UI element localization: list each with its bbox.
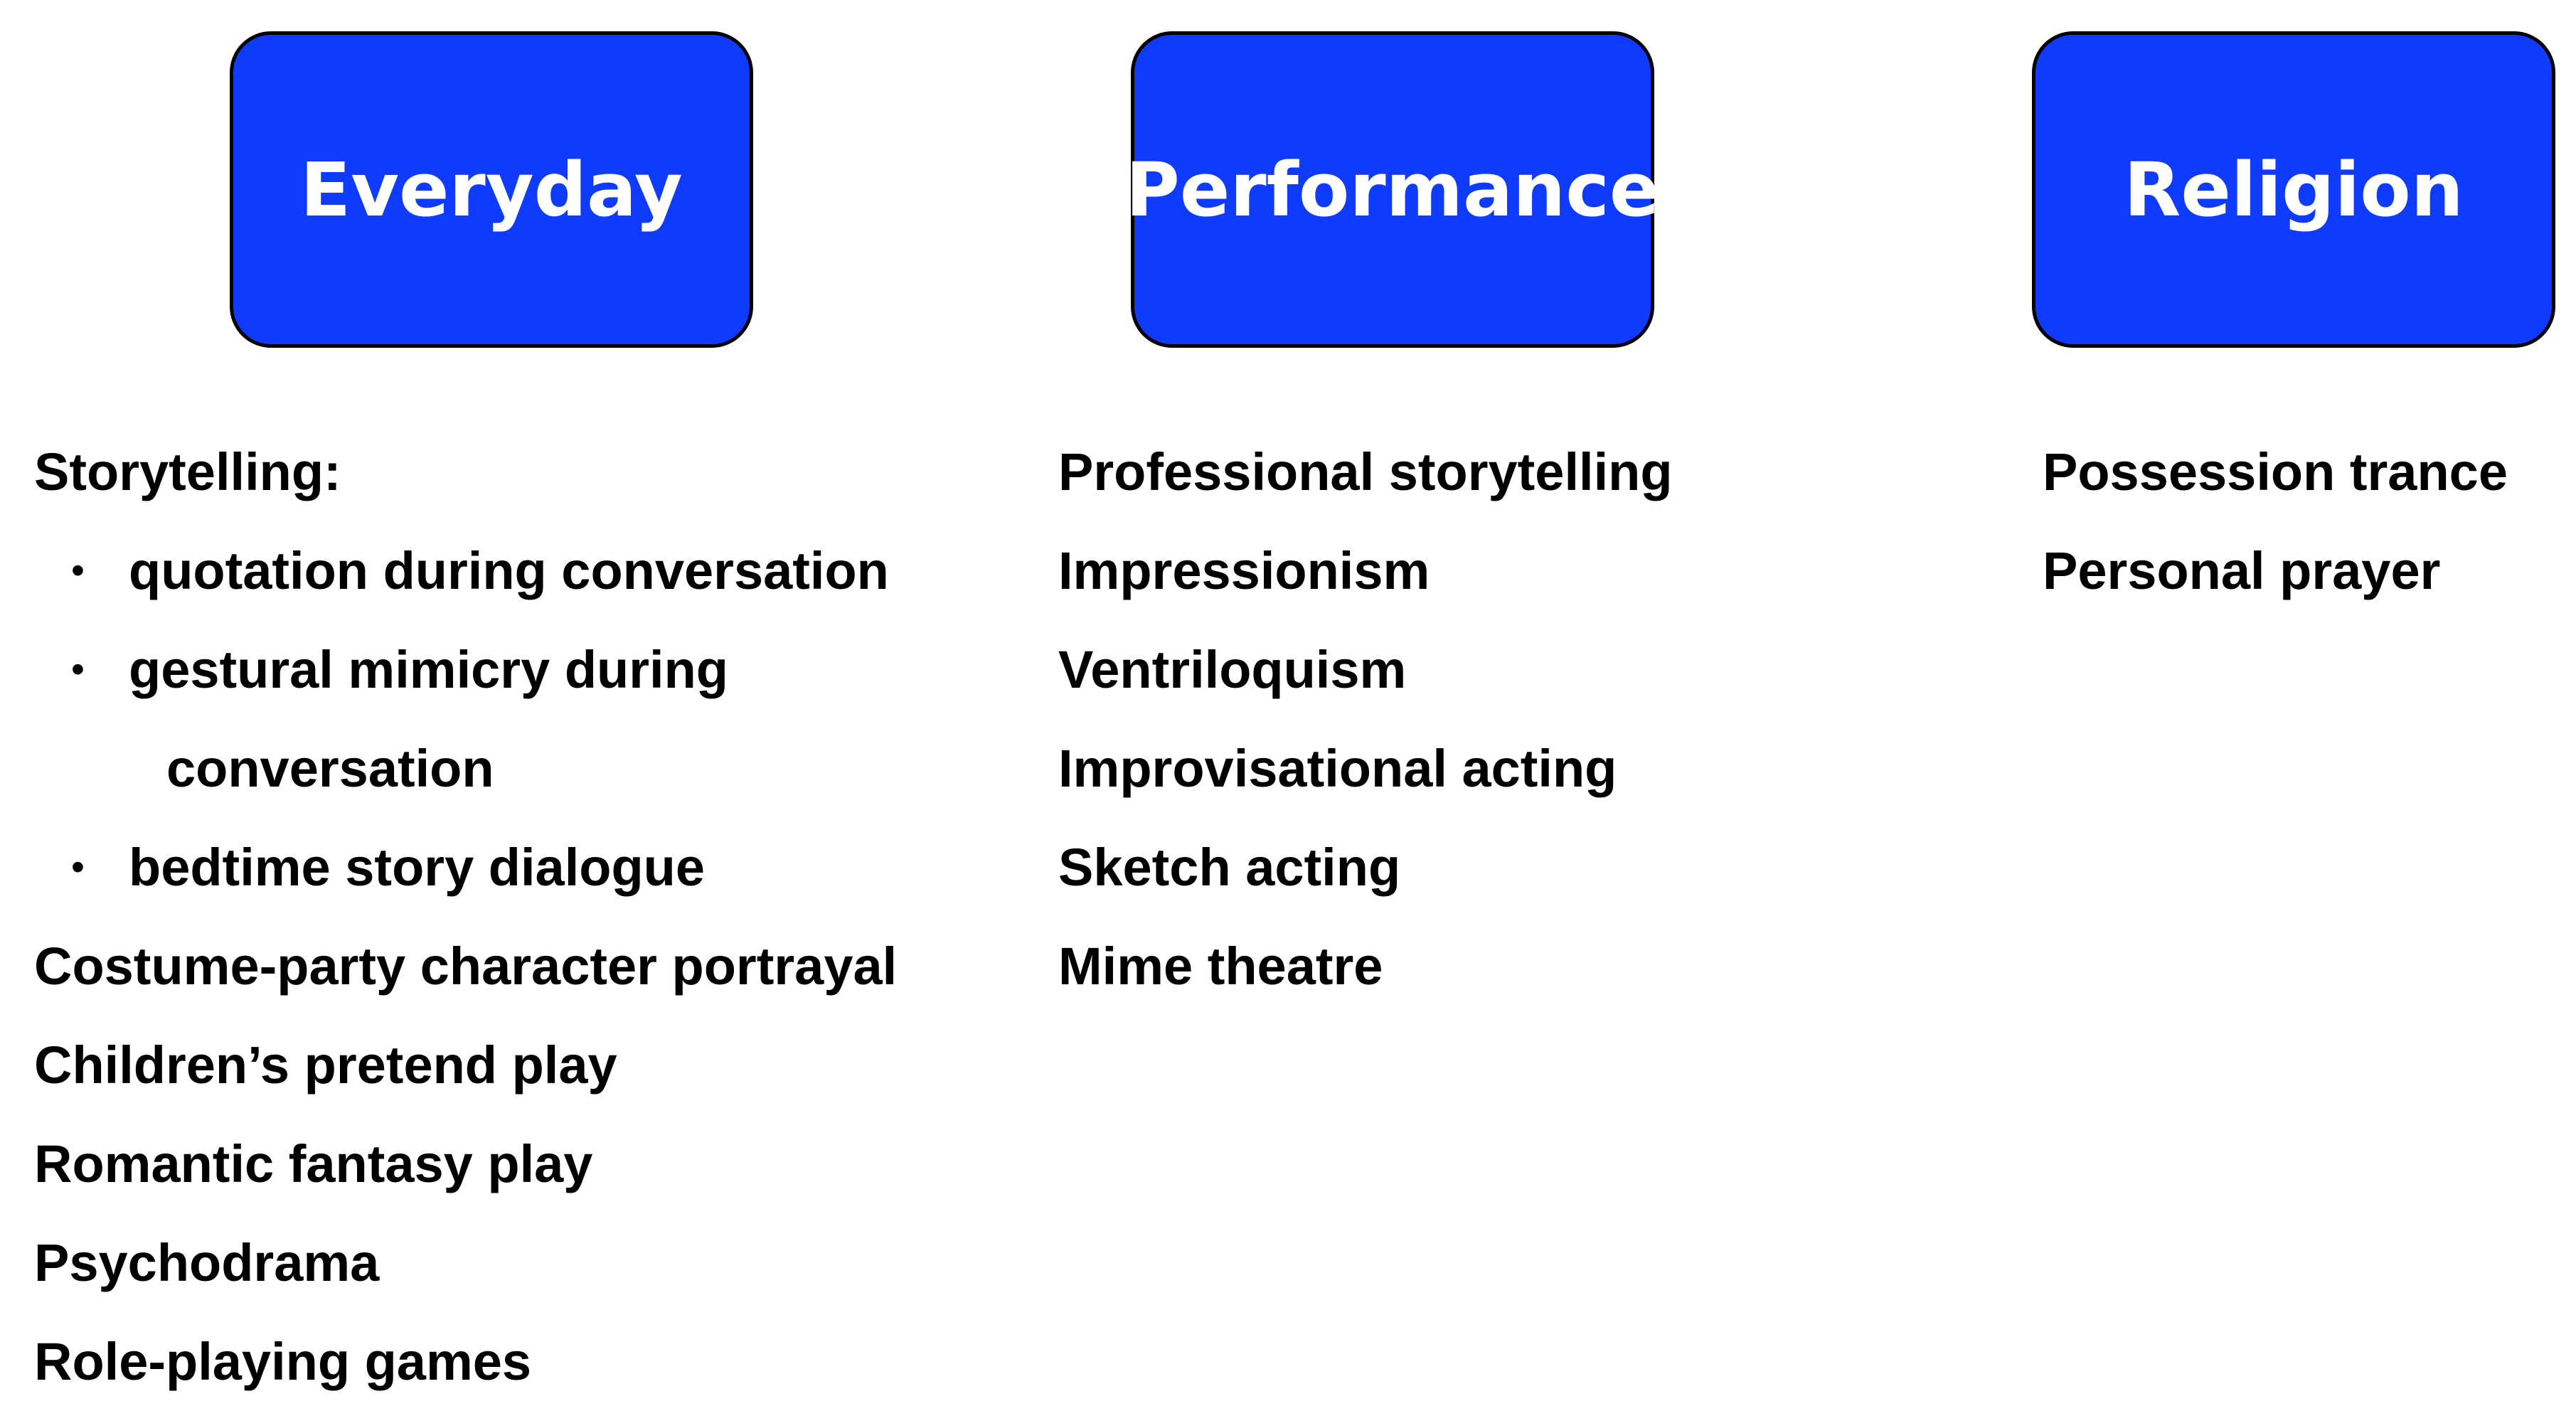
performance-item: Sketch acting xyxy=(1058,838,1401,897)
everyday-subitem-gestural-continued: conversation xyxy=(166,739,494,798)
everyday-item-role-playing: Role-playing games xyxy=(34,1332,532,1391)
religion-header-label: Religion xyxy=(2124,146,2464,233)
religion-list: Possession trance Personal prayer xyxy=(2043,422,2508,620)
everyday-subitem-quotation: quotation during conversation xyxy=(34,521,897,620)
everyday-item-psychodrama: Psychodrama xyxy=(34,1233,380,1292)
religion-header-box: Religion xyxy=(2032,31,2555,348)
performance-item: Ventriloquism xyxy=(1058,640,1407,699)
religion-item: Possession trance xyxy=(2043,442,2508,501)
everyday-item-costume: Costume-party character portrayal xyxy=(34,937,898,996)
performance-header-box: Performance xyxy=(1126,31,1659,348)
performance-item: Impressionism xyxy=(1058,541,1430,600)
everyday-item-storytelling: Storytelling: xyxy=(34,442,341,501)
everyday-header-box: Everyday xyxy=(230,31,753,348)
performance-item: Improvisational acting xyxy=(1058,739,1617,798)
religion-item: Personal prayer xyxy=(2043,541,2441,600)
performance-list: Professional storytelling Impressionism … xyxy=(1058,422,1673,1016)
performance-item: Professional storytelling xyxy=(1058,442,1673,501)
everyday-subitem-bedtime: bedtime story dialogue xyxy=(34,818,897,917)
everyday-subitem-gestural: gestural mimicry during xyxy=(34,620,897,719)
everyday-item-romantic-fantasy: Romantic fantasy play xyxy=(34,1134,593,1193)
performance-item: Mime theatre xyxy=(1058,937,1383,996)
everyday-header-label: Everyday xyxy=(300,146,683,233)
performance-header-label: Performance xyxy=(1125,146,1660,233)
everyday-item-pretend-play: Children’s pretend play xyxy=(34,1035,617,1095)
everyday-list: Storytelling: quotation during conversat… xyxy=(34,422,897,1411)
